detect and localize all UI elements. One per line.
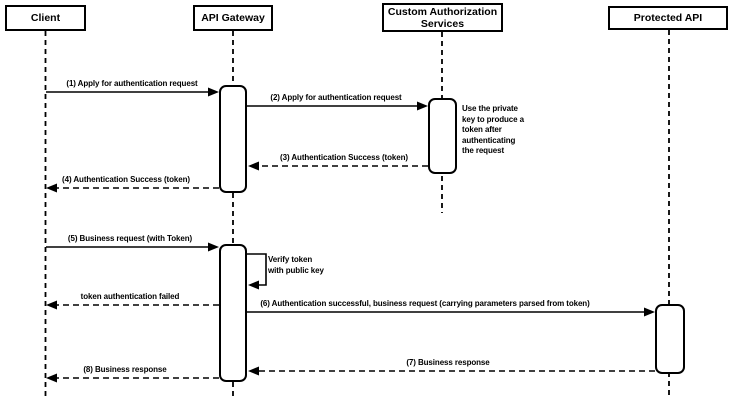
message-label-3: (3) Authentication Success (token) bbox=[280, 153, 408, 162]
message-arrow-6 bbox=[247, 307, 655, 317]
arrowhead-right-icon bbox=[417, 101, 428, 111]
actor-box-api-gateway: API Gateway bbox=[193, 5, 273, 31]
actor-box-custom-authorization-services: Custom Authorization Services bbox=[382, 3, 503, 32]
arrowhead-right-icon bbox=[208, 87, 219, 97]
message-arrow-3 bbox=[248, 161, 428, 171]
message-label-8: (8) Business response bbox=[83, 365, 167, 374]
message-label-6: (6) Authentication successful, business … bbox=[260, 299, 590, 308]
message-label-4: (4) Authentication Success (token) bbox=[62, 175, 190, 184]
arrowhead-left-icon bbox=[248, 161, 259, 171]
message-arrow-4 bbox=[46, 183, 219, 193]
actor-box-protected-api: Protected API bbox=[608, 6, 728, 30]
message-label-5: (5) Business request (with Token) bbox=[67, 234, 193, 243]
message-label-verify-token: Verify token with public key bbox=[268, 255, 324, 275]
message-label-token-failed: token authentication failed bbox=[80, 292, 180, 301]
actor-box-client: Client bbox=[5, 5, 86, 31]
arrowhead-left-icon bbox=[46, 300, 57, 310]
message-arrow-self-verify-token bbox=[247, 253, 267, 290]
arrowhead-right-icon bbox=[644, 307, 655, 317]
arrowhead-left-icon bbox=[248, 280, 259, 290]
activation-bar-custom-authorization-services bbox=[428, 98, 457, 174]
message-arrow-2 bbox=[247, 101, 428, 111]
arrowhead-right-icon bbox=[208, 242, 219, 252]
message-label-7: (7) Business response bbox=[406, 358, 490, 367]
message-arrow-7 bbox=[248, 366, 655, 376]
message-arrow-1 bbox=[46, 87, 219, 97]
message-label-2: (2) Apply for authentication request bbox=[270, 93, 402, 102]
arrowhead-left-icon bbox=[46, 183, 57, 193]
activation-bar-protected-api bbox=[655, 304, 685, 374]
note-private-key: Use the private key to produce a token a… bbox=[462, 104, 524, 155]
message-arrow-8 bbox=[46, 373, 219, 383]
message-arrow-5 bbox=[46, 242, 219, 252]
arrowhead-left-icon bbox=[248, 366, 259, 376]
message-label-1: (1) Apply for authentication request bbox=[66, 79, 198, 88]
arrowhead-left-icon bbox=[46, 373, 57, 383]
activation-bar-api-gateway-auth bbox=[219, 85, 247, 193]
activation-bar-api-gateway-business bbox=[219, 244, 247, 382]
message-arrow-token-failed bbox=[46, 300, 219, 310]
